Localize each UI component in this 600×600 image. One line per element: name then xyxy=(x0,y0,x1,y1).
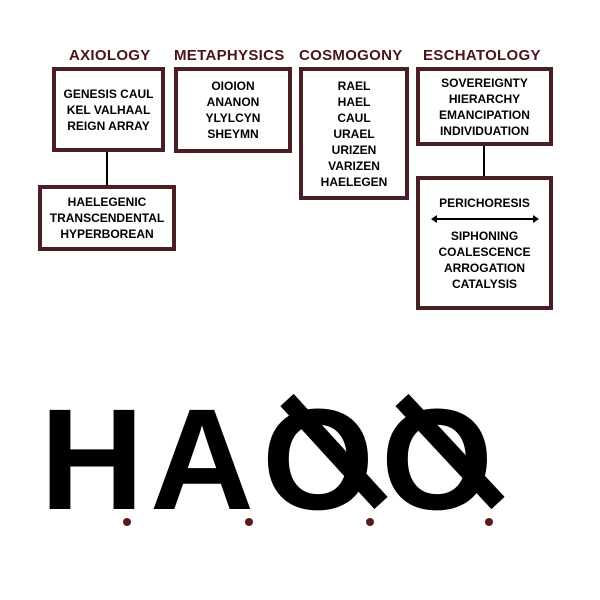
strike-line-second xyxy=(395,393,505,510)
axiology-box: GENESIS CAUL KEL VALHAAL REIGN ARRAY xyxy=(52,67,165,152)
double-arrow-separator xyxy=(430,214,539,223)
strike-line-first xyxy=(280,393,388,510)
cosmogony-line: RAEL xyxy=(337,78,371,93)
metaphysics-line: OIOION xyxy=(211,79,255,93)
big-letter-a: A xyxy=(150,379,254,540)
heading-eschatology: ESCHATOLOGY xyxy=(423,47,541,64)
axiology-connector xyxy=(106,152,108,186)
eschatology-sub-line: COALESCENCE xyxy=(438,244,531,259)
metaphysics-line: YLYLCYN xyxy=(205,111,261,125)
eschatology-box: SOVEREIGNTY HIERARCHY EMANCIPATION INDIV… xyxy=(416,67,553,146)
metaphysics-line: ANANON xyxy=(206,95,260,109)
cosmogony-line: CAUL xyxy=(337,110,371,125)
cosmogony-line: VARIZEN xyxy=(328,158,380,173)
eschatology-sub-line: CATALYSIS xyxy=(451,276,518,291)
dot-2 xyxy=(245,518,253,526)
dot-4 xyxy=(485,518,493,526)
eschatology-sub-box: PERICHORESIS SIPHONING COALESCENCE ARROG… xyxy=(416,176,553,310)
heading-axiology: AXIOLOGY xyxy=(69,47,151,64)
axiology-sub-line: HAELEGENIC xyxy=(67,195,147,209)
axiology-line: REIGN ARRAY xyxy=(67,118,150,133)
cosmogony-line: HAEL xyxy=(337,94,371,109)
axiology-sub-line: HYPERBOREAN xyxy=(60,227,154,241)
axiology-line: GENESIS CAUL xyxy=(63,86,154,101)
axiology-line: KEL VALHAAL xyxy=(66,102,151,117)
metaphysics-box: OIOION ANANON YLYLCYN SHEYMN xyxy=(174,67,292,153)
heading-cosmogony: COSMOGONY xyxy=(299,47,403,64)
eschatology-sub-line: SIPHONING xyxy=(450,228,519,243)
big-letter-o-second: O xyxy=(381,379,494,540)
eschatology-line: INDIVIDUATION xyxy=(439,123,530,138)
heading-metaphysics: METAPHYSICS xyxy=(174,47,285,64)
eschatology-line: EMANCIPATION xyxy=(439,107,530,122)
axiology-sub-box: HAELEGENIC TRANSCENDENTAL HYPERBOREAN xyxy=(38,185,176,251)
dot-1 xyxy=(123,518,131,526)
axiology-sub-line: TRANSCENDENTAL xyxy=(49,211,165,225)
big-letter-o-first: O xyxy=(262,379,375,540)
eschatology-line: SOVEREIGNTY xyxy=(441,75,528,90)
eschatology-sub-line: ARROGATION xyxy=(443,260,526,275)
cosmogony-line: URIZEN xyxy=(331,142,377,157)
eschatology-line: HIERARCHY xyxy=(448,91,521,106)
metaphysics-line: SHEYMN xyxy=(207,127,259,141)
cosmogony-line: URAEL xyxy=(333,126,375,141)
big-letter-h: H xyxy=(40,379,144,540)
dot-3 xyxy=(366,518,374,526)
eschatology-sub-top-line: PERICHORESIS xyxy=(439,195,530,210)
eschatology-connector xyxy=(483,146,485,177)
cosmogony-line: HAELEGEN xyxy=(320,174,388,189)
cosmogony-box: RAEL HAEL CAUL URAEL URIZEN VARIZEN HAEL… xyxy=(299,67,409,200)
